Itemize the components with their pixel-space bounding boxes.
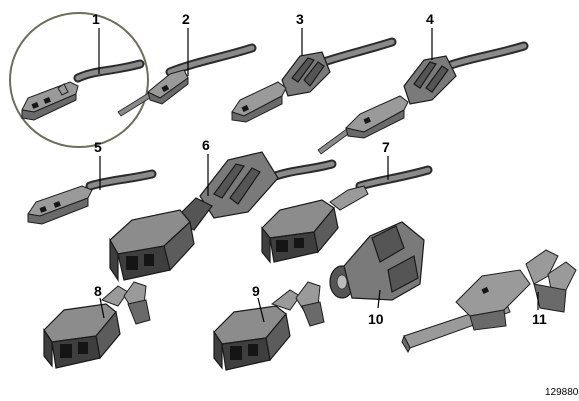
callout-2: 2 bbox=[182, 11, 190, 76]
part-2-pin-terminal-with-wire bbox=[117, 43, 257, 117]
callout-11: 11 bbox=[532, 292, 547, 327]
callout-10: 10 bbox=[368, 289, 384, 327]
part-1-terminal-with-wire bbox=[9, 12, 149, 148]
part-8-connector-housing bbox=[43, 281, 151, 369]
part-4-pin-terminal-with-seal bbox=[317, 41, 529, 155]
callout-9-label: 9 bbox=[252, 283, 260, 299]
callout-1: 1 bbox=[92, 11, 100, 74]
callout-11-label: 11 bbox=[532, 311, 547, 327]
diagram-id: 129880 bbox=[545, 387, 579, 398]
detail-circle bbox=[9, 12, 149, 148]
callout-2-label: 2 bbox=[182, 11, 190, 27]
part-3-terminal-with-seal bbox=[231, 37, 397, 123]
callout-7: 7 bbox=[382, 139, 390, 180]
part-10-seal bbox=[329, 221, 425, 301]
part-6-housing-with-seal-and-wire bbox=[109, 151, 337, 282]
callout-7-label: 7 bbox=[382, 139, 390, 155]
callout-6-label: 6 bbox=[202, 137, 210, 153]
part-9-connector-housing bbox=[213, 281, 325, 371]
callout-1-label: 1 bbox=[92, 11, 100, 27]
part-7-housing-with-wire bbox=[261, 165, 433, 264]
part-5-terminal-with-wire bbox=[27, 169, 157, 225]
callout-8: 8 bbox=[94, 283, 105, 319]
callout-3: 3 bbox=[296, 11, 304, 56]
callout-5: 5 bbox=[94, 139, 102, 190]
callout-4-label: 4 bbox=[426, 11, 434, 27]
callout-6: 6 bbox=[202, 137, 210, 196]
callout-9: 9 bbox=[252, 283, 265, 323]
callout-5-label: 5 bbox=[94, 139, 102, 155]
callout-10-label: 10 bbox=[368, 311, 384, 327]
callout-8-label: 8 bbox=[94, 283, 102, 299]
callout-3-label: 3 bbox=[296, 11, 304, 27]
callout-4: 4 bbox=[426, 11, 434, 60]
part-11-terminal-on-strip bbox=[401, 249, 577, 354]
